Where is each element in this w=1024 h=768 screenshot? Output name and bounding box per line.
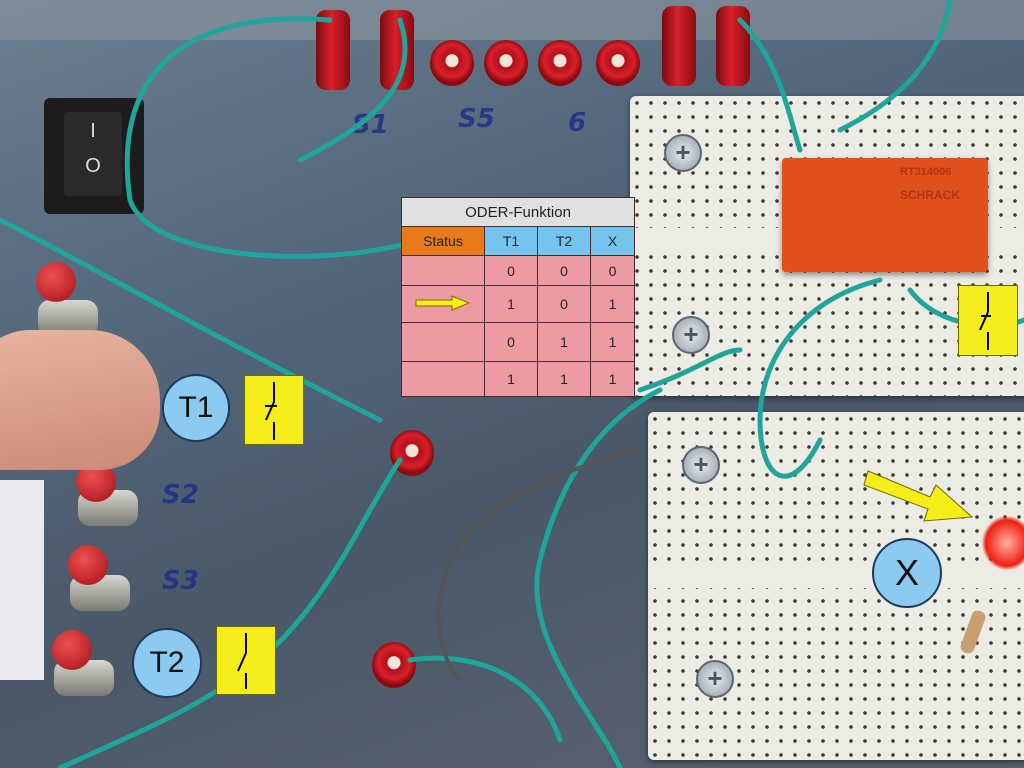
switch-symbol-relay [958,285,1018,356]
normally-open-switch-icon [237,633,247,689]
breadboard-bottom [648,412,1024,760]
led-pointer-arrow-icon [863,470,974,522]
status-cell [401,285,485,323]
cell-t1: 0 [484,322,538,362]
screw [664,134,702,172]
status-arrow-icon [415,294,471,311]
paper-strip [0,480,44,680]
cell-t2: 1 [537,361,591,397]
socket [430,40,474,86]
marker-s3: S3 [162,566,199,596]
cell-x: 1 [590,322,635,362]
cell-t1: 1 [484,361,538,397]
marker-s5: S5 [458,104,495,134]
cell-x: 1 [590,285,635,323]
cell-x: 1 [590,361,635,397]
socket-post [316,10,350,90]
push-button [68,545,108,585]
status-cell [401,361,485,397]
relay-brand: SCHRACK [900,188,960,202]
socket [538,40,582,86]
socket [596,40,640,86]
marker-6: 6 [568,108,587,138]
table-title: ODER-Funktion [401,197,635,227]
rocker-on-label: I [90,120,96,142]
table-row: 1 0 1 [401,285,635,323]
cell-t2: 1 [537,322,591,362]
finger [0,330,160,470]
normally-open-switch-icon [265,382,277,440]
push-button [52,630,92,670]
header-t1: T1 [484,226,538,256]
truth-table: ODER-Funktion Status T1 T2 X 0 0 0 1 0 1… [401,197,635,397]
cell-x: 0 [590,255,635,286]
cell-t1: 1 [484,285,538,323]
status-cell [401,322,485,362]
acrylic-top-strip [0,0,1024,40]
table-row: 0 1 1 [401,322,635,362]
relay-model: RT314006 [900,166,952,178]
socket [484,40,528,86]
screw [672,316,710,354]
label-x: X [872,538,942,608]
table-row: 0 0 0 [401,255,635,286]
relay-contact-icon [979,292,991,350]
screw [696,660,734,698]
red-led [982,516,1024,570]
socket-post [662,6,696,86]
header-status: Status [401,226,485,256]
cell-t2: 0 [537,255,591,286]
rocker-off-label: O [85,155,101,177]
label-t2: T2 [132,628,202,698]
status-cell [401,255,485,286]
header-x: X [590,226,635,256]
header-t2: T2 [537,226,591,256]
cell-t1: 0 [484,255,538,286]
relay: RT314006 SCHRACK [782,158,988,272]
socket-post [716,6,750,86]
socket [372,642,416,688]
label-t1: T1 [162,374,230,442]
push-button [36,262,76,302]
screw [682,446,720,484]
switch-symbol-t1 [244,375,304,445]
marker-s2: S2 [162,480,199,510]
switch-symbol-t2 [216,626,276,695]
table-row: 1 1 1 [401,361,635,397]
cell-t2: 0 [537,285,591,323]
